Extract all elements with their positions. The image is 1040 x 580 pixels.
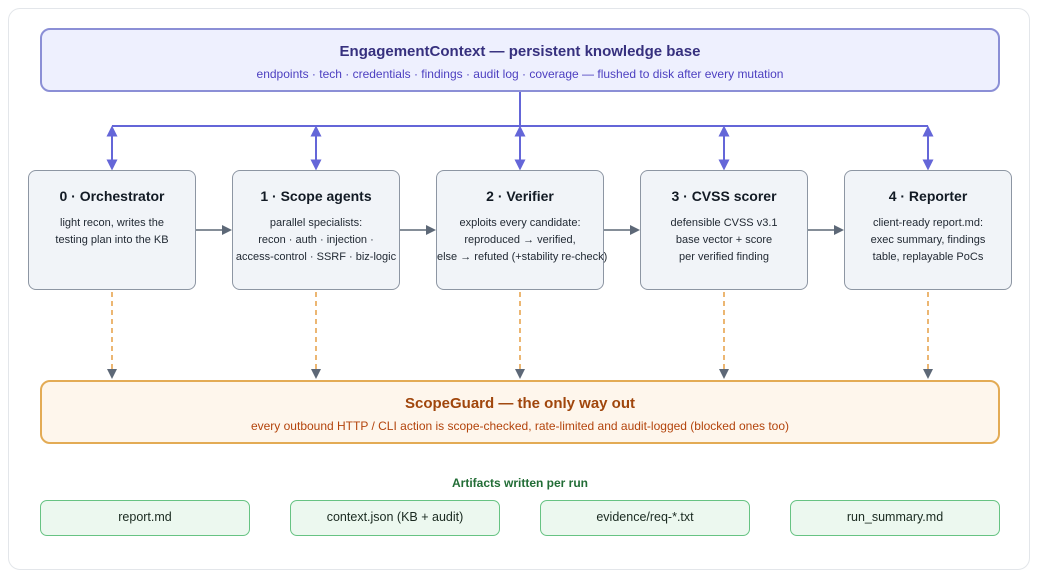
stage-line: reproduced → verified, <box>464 234 576 246</box>
artifact-report-md: report.md <box>40 500 250 536</box>
stage-line: recon · auth · injection · <box>258 234 374 246</box>
stage-line: client-ready report.md: <box>872 217 984 229</box>
stage-line: per verified finding <box>679 251 769 263</box>
stage-line: exec summary, findings <box>870 234 986 246</box>
stage-line: light recon, writes the <box>60 217 164 229</box>
stage-line: access-control · SSRF · biz-logic <box>235 251 397 263</box>
artifact-run-summary: run_summary.md <box>790 500 1000 536</box>
stage-description: exploits every candidate: reproduced → v… <box>437 215 608 266</box>
knowledge-base-box: EngagementContext — persistent knowledge… <box>40 28 1000 92</box>
stage-description: parallel specialists: recon · auth · inj… <box>233 215 399 266</box>
stage-cvss-scorer: 3 · CVSS scorer defensible CVSS v3.1 bas… <box>640 170 808 290</box>
stage-description: defensible CVSS v3.1 base vector + score… <box>641 215 807 266</box>
knowledge-base-title: EngagementContext — persistent knowledge… <box>339 43 701 60</box>
stage-line: else → refuted (+stability re-check) <box>437 251 608 263</box>
stage-verifier: 2 · Verifier exploits every candidate: r… <box>436 170 608 290</box>
scope-guard-title: ScopeGuard — the only way out <box>404 395 636 412</box>
stage-scope-agents: 1 · Scope agents parallel specialists: r… <box>232 170 400 290</box>
stage-title: 1 · Scope agents <box>260 188 372 204</box>
scope-guard-box: ScopeGuard — the only way out every outb… <box>40 380 1000 444</box>
stage-reporter: 4 · Reporter client-ready report.md: exe… <box>844 170 1012 290</box>
stage-line: exploits every candidate: <box>459 217 581 229</box>
stage-description: client-ready report.md: exec summary, fi… <box>845 215 1011 266</box>
stage-description: light recon, writes the testing plan int… <box>29 215 195 249</box>
knowledge-base-subtitle: endpoints · tech · credentials · finding… <box>256 67 784 81</box>
stage-line: base vector + score <box>675 234 773 246</box>
artifact-context-json: context.json (KB + audit) <box>290 500 500 536</box>
stage-title: 2 · Verifier <box>486 188 554 204</box>
stage-line: table, replayable PoCs <box>872 251 984 263</box>
stage-title: 3 · CVSS scorer <box>671 188 777 204</box>
stage-line: testing plan into the KB <box>55 234 169 246</box>
stage-line: parallel specialists: <box>269 217 363 229</box>
artifacts-heading: Artifacts written per run <box>451 476 589 490</box>
stage-line: defensible CVSS v3.1 <box>670 217 778 229</box>
stage-orchestrator: 0 · Orchestrator light recon, writes the… <box>28 170 196 290</box>
artifact-evidence-txt: evidence/req-*.txt <box>540 500 750 536</box>
stage-title: 4 · Reporter <box>888 188 968 204</box>
stage-title: 0 · Orchestrator <box>59 188 165 204</box>
scope-guard-subtitle: every outbound HTTP / CLI action is scop… <box>250 419 790 433</box>
